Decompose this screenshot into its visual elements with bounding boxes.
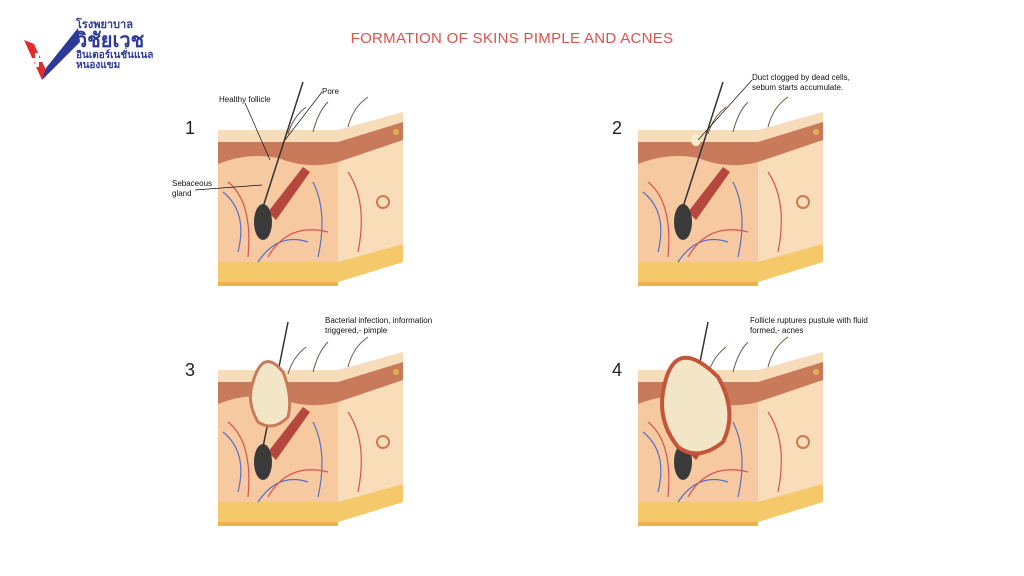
- logo-line2: วิชัยเวช: [76, 30, 145, 52]
- leader-line: [244, 102, 271, 161]
- skin-block-stage-4: [638, 321, 823, 526]
- skin-block-stage-1: [218, 81, 403, 286]
- label-healthy-follicle: Healthy follicle: [219, 95, 271, 104]
- skin-block-stage-3: [218, 321, 403, 526]
- stage-number: 3: [185, 360, 196, 380]
- checkmark-cross-logo-icon: [24, 28, 80, 80]
- label-stage4: Follicle ruptures pustule with fluid for…: [750, 316, 868, 335]
- stage-number: 4: [612, 360, 623, 380]
- leader-line: [194, 184, 263, 191]
- logo-text: โรงพยาบาล วิชัยเวช อินเตอร์เนชั่นแนล หนอ…: [76, 20, 153, 71]
- stage-number: 1: [185, 118, 196, 138]
- logo-line3: อินเตอร์เนชั่นแนล: [76, 50, 154, 61]
- stage-number: 2: [612, 118, 623, 138]
- logo-line4: หนองแขม: [76, 60, 121, 71]
- label-pore: Pore: [322, 87, 339, 96]
- leader-line: [697, 79, 753, 141]
- leader-line: [284, 91, 323, 141]
- label-stage3: Bacterial infection, information trigger…: [325, 316, 433, 335]
- label-sebaceous-gland: Sebaceous gland: [172, 179, 213, 198]
- page-title: FORMATION OF SKINS PIMPLE AND ACNES: [350, 30, 674, 47]
- logo-line1: โรงพยาบาล: [76, 19, 133, 31]
- label-stage2: Duct clogged by dead cells, sebum starts…: [752, 73, 850, 92]
- hospital-logo: โรงพยาบาล วิชัยเวช อินเตอร์เนชั่นแนล หนอ…: [20, 20, 190, 82]
- skin-block-stage-2: [638, 81, 823, 286]
